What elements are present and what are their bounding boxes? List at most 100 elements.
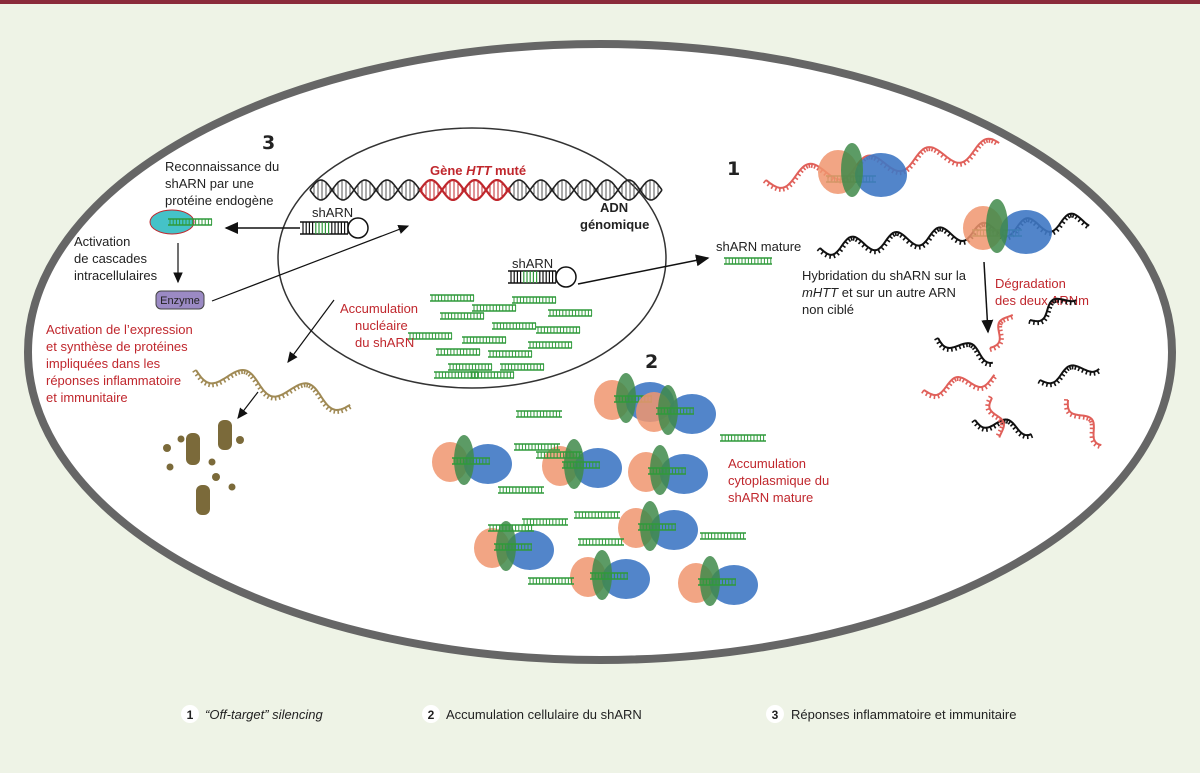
endogenous-protein: [149, 209, 195, 235]
shrna-duplex: [470, 371, 515, 379]
shrna-duplex: [656, 407, 694, 415]
rna-strand: [1028, 297, 1077, 326]
shrna-duplex: [500, 363, 545, 371]
nuclear-accum-line1: Accumulation: [340, 301, 418, 316]
shrna-duplex: [472, 304, 517, 312]
expression-line1: Activation de l’expression: [46, 322, 193, 337]
expression-line4: réponses inflammatoire: [46, 373, 181, 388]
pathway1-number: 1: [727, 158, 740, 180]
shrna-duplex: [512, 296, 557, 304]
shrna-duplex: [408, 332, 453, 340]
shrna-label-lower: shARN: [512, 256, 553, 271]
shrna-duplex: [638, 523, 676, 531]
recognition-line1: Reconnaissance du: [165, 159, 279, 174]
legend-item-3: 3 Réponses inflammatoire et immunitaire: [766, 705, 1016, 723]
legend-num-1: 1: [187, 708, 194, 722]
protein-block: [186, 433, 200, 465]
shrna-duplex: [698, 578, 736, 586]
activation-line1: Activation: [74, 234, 130, 249]
recognition-line2: shARN par une: [165, 176, 254, 191]
recognized-shrna: [168, 218, 213, 226]
cyto-accum-line1: Accumulation: [728, 456, 806, 471]
nuclear-shrna-duplexes: [408, 294, 593, 379]
shrna-duplex: [448, 363, 493, 371]
inflammatory-mrna: [192, 368, 352, 414]
shrna-duplex: [436, 348, 481, 356]
cytoplasmic-shrna: [432, 373, 766, 606]
legend-item-1: 1 “Off-target” silencing: [181, 705, 324, 723]
shrna-duplex: [548, 309, 593, 317]
nucleus-membrane: [277, 127, 667, 389]
shrna-duplex: [492, 322, 537, 330]
genomic-dna-helix: [309, 179, 663, 201]
legend-num-2: 2: [428, 708, 435, 722]
shrna-duplex: [528, 577, 574, 585]
legend-text-3: Réponses inflammatoire et immunitaire: [791, 707, 1016, 722]
nuclear-accum-line2: nucléaire: [355, 318, 408, 333]
shrna-duplex: [462, 336, 507, 344]
shrna-duplex: [590, 572, 628, 580]
legend: 1 “Off-target” silencing 2 Accumulation …: [181, 705, 1016, 723]
arrow-mrna-to-proteins: [237, 391, 259, 419]
risc-complex: [570, 550, 650, 600]
shrna-hairpin-upper: [300, 217, 369, 239]
legend-badge-2: [422, 705, 440, 723]
shrna-duplex: [498, 486, 544, 494]
shrna-duplex: [494, 543, 532, 551]
protein-dot: [236, 436, 244, 444]
rna-strand: [934, 337, 993, 367]
recognition-line3: protéine endogène: [165, 193, 273, 208]
activation-line3: intracellulaires: [74, 268, 158, 283]
top-bar: [0, 0, 1200, 4]
protein-dot: [163, 444, 171, 452]
expression-line2: et synthèse de protéines: [46, 339, 188, 354]
synthesized-proteins: [163, 420, 244, 515]
risc-green: [841, 143, 863, 197]
protein-dot: [166, 463, 174, 471]
shrna-duplex: [700, 532, 746, 540]
shrna-duplex: [452, 457, 490, 465]
protein-block: [196, 485, 210, 515]
adn-label-line2: génomique: [580, 217, 649, 232]
expression-line3: impliquées dans les: [46, 356, 161, 371]
shrna-duplex: [440, 312, 485, 320]
arrow-nucleus-to-mrna: [287, 299, 335, 363]
shrna-duplex: [562, 461, 600, 469]
cyto-accum-line3: shARN mature: [728, 490, 813, 505]
legend-num-3: 3: [772, 708, 779, 722]
risc-complex-top: [818, 143, 907, 197]
pathway3-number: 3: [262, 132, 275, 154]
risc-complex: [474, 521, 554, 571]
risc-complex: [678, 556, 758, 606]
expression-line5: et immunitaire: [46, 390, 128, 405]
shrna-duplex: [536, 326, 581, 334]
legend-item-2: 2 Accumulation cellulaire du shARN: [422, 705, 642, 723]
legend-text-2: Accumulation cellulaire du shARN: [446, 707, 642, 722]
hybridization-line1: Hybridation du shARN sur la: [802, 268, 967, 283]
risc-blue: [855, 153, 907, 197]
legend-badge-1: [181, 705, 199, 723]
protein-dot: [228, 483, 236, 491]
shrna-duplex: [522, 518, 568, 526]
mature-shrna: [724, 257, 772, 265]
legend-badge-3: [766, 705, 784, 723]
adn-label-line1: ADN: [600, 200, 628, 215]
shrna-duplex: [724, 257, 772, 265]
rna-strand: [1063, 398, 1102, 449]
shrna-duplex: [528, 341, 573, 349]
risc-complex: [636, 385, 716, 435]
risc-complex: [432, 435, 512, 485]
hybridization-line2: mHTT et sur un autre ARN: [802, 285, 956, 300]
shrna-duplex: [168, 218, 213, 226]
protein-dot: [212, 473, 220, 481]
shrna-duplex: [720, 434, 766, 442]
shrna-hairpin-lower: [508, 266, 577, 288]
enzyme-box: [155, 290, 205, 310]
rna-strand: [192, 368, 352, 414]
hybridization-line3: non ciblé: [802, 302, 854, 317]
shrna-duplex: [536, 451, 582, 459]
cyto-accum-line2: cytoplasmique du: [728, 473, 829, 488]
enzyme-label: Enzyme: [160, 295, 200, 307]
rna-strand: [921, 374, 997, 400]
protein-dot: [208, 458, 216, 466]
